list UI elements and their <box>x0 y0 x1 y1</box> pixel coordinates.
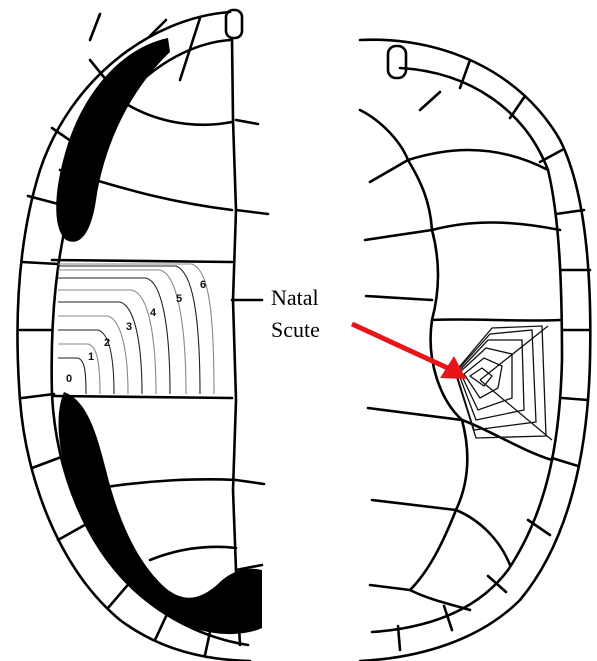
ring-label-2: 2 <box>104 337 110 349</box>
growth-rings <box>58 264 214 394</box>
ring-label-1: 1 <box>88 351 94 363</box>
ring-label-3: 3 <box>126 321 132 333</box>
label-line-1: Natal <box>271 282 320 314</box>
ring-label-5: 5 <box>176 293 182 305</box>
right-carapace <box>360 40 590 661</box>
arrow-shaft <box>352 324 452 370</box>
left-carapace: 0 1 2 3 4 5 6 <box>17 10 268 661</box>
ring-label-0: 0 <box>66 373 72 385</box>
left-upper-black-band <box>56 38 170 242</box>
left-nuchal-scute <box>226 10 242 38</box>
right-nuchal-scute <box>388 46 406 78</box>
left-midline <box>232 38 240 645</box>
natal-scute-label: Natal Scute <box>271 282 320 346</box>
right-scute-borders <box>365 92 560 610</box>
left-lower-black-band <box>58 392 262 634</box>
label-line-2: Scute <box>271 314 320 346</box>
ring-label-6: 6 <box>200 279 206 291</box>
natal-scute-arrow <box>352 324 466 379</box>
ring-label-4: 4 <box>150 307 157 319</box>
